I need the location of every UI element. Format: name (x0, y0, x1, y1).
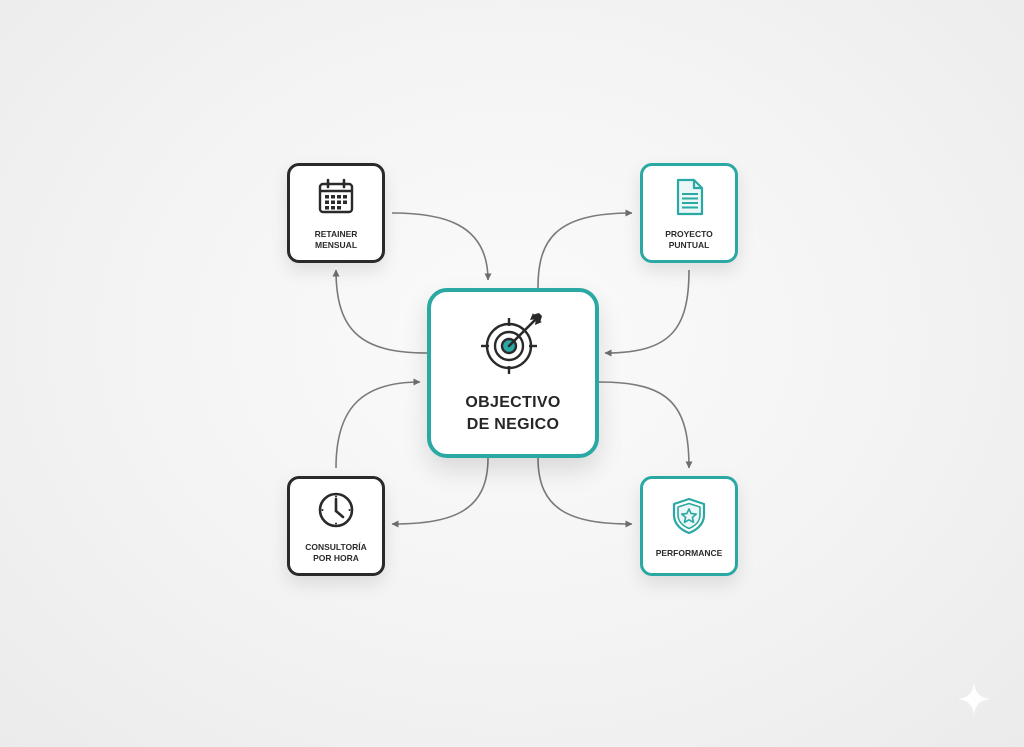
target-arrow-icon (481, 313, 542, 375)
connector-center-to-retainer (332, 269, 428, 354)
node-label: RETAINER MENSUAL (314, 229, 358, 250)
shield-star-icon (672, 497, 706, 534)
connector-center-to-consultoria (391, 457, 489, 528)
central-label-line-2: DE NEGICO (466, 416, 560, 433)
connector-center-to-performance (598, 381, 693, 469)
node-label: PERFORMANCE (655, 547, 723, 558)
node-label: PROYECTO PUNTUAL (665, 229, 713, 250)
central-label-line-1: OBJECTIVO (465, 394, 561, 412)
connector-proyecto-to-center (604, 269, 690, 357)
central-objective-label: OBJECTIVO DE NEGICO (465, 392, 560, 435)
connector-retainer-to-center (391, 212, 492, 281)
document-icon (676, 179, 704, 216)
central-objective-node: OBJECTIVO DE NEGICO (427, 288, 599, 458)
connector-consultoria-to-center (335, 378, 421, 469)
sparkle-icon (957, 682, 991, 716)
node-label: CONSULTORÍA POR HORA (305, 542, 367, 563)
node-retainer-mensual: RETAINER MENSUAL (287, 163, 385, 263)
node-consultoria-por-hora: CONSULTORÍA POR HORA (287, 476, 385, 576)
clock-icon (318, 493, 354, 528)
calendar-icon (318, 179, 354, 214)
connector-center-to-performance-side (537, 457, 633, 528)
node-proyecto-puntual: PROYECTO PUNTUAL (640, 163, 738, 263)
connector-center-to-proyecto (537, 209, 633, 289)
node-performance: PERFORMANCE (640, 476, 738, 576)
